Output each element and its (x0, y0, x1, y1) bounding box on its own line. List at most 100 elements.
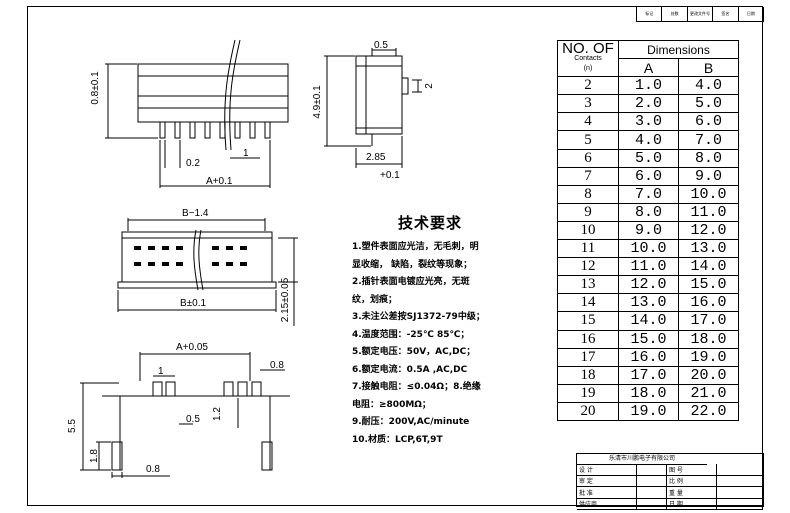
note-line: 电阻：≥800MΩ； (352, 399, 431, 410)
dim-label: 4.9±0.1 (312, 85, 323, 119)
dim-a-cell: 15.0 (618, 329, 679, 349)
dim-label: A+0.05 (176, 342, 208, 353)
header-b: B (678, 58, 739, 78)
title-row: 设 计图 号 (577, 464, 763, 476)
dim-label: 1 (243, 148, 249, 159)
contacts-cell: 2 (557, 76, 619, 96)
title-row: 供应商 日 期 (577, 498, 763, 510)
front-view-body (137, 63, 289, 123)
contacts-cell: 6 (557, 148, 619, 168)
dim-label: 5.5 (67, 419, 78, 433)
dim-b-cell: 16.0 (678, 293, 739, 313)
company-name: 乐清市川鹏电子有限公司 (577, 454, 707, 465)
dim-a-cell: 17.0 (618, 365, 679, 385)
title-cell (717, 498, 763, 509)
dim-b-cell: 21.0 (678, 383, 739, 403)
contacts-cell: 13 (557, 275, 619, 295)
dim-a-cell: 1.0 (618, 76, 679, 96)
dim-label: 0.5 (374, 40, 388, 51)
notes-title: 技术要求 (398, 214, 463, 232)
dim-b-cell: 11.0 (678, 202, 739, 222)
contacts-cell: 15 (557, 311, 619, 331)
title-cell: 批 准 (577, 487, 637, 498)
revision-header: 标记 处数 更改文件号 签名 日期 (636, 7, 765, 22)
title-cell: 比 例 (667, 475, 717, 486)
note-line: 5.额定电压：50V，AC,DC； (352, 347, 476, 357)
dim-a-cell: 16.0 (618, 347, 679, 367)
dim-b-cell: 14.0 (678, 257, 739, 277)
dim-label: 0.8 (270, 360, 284, 371)
dim-a-cell: 6.0 (618, 166, 679, 186)
title-block: 乐清市川鹏电子有限公司 设 计图 号审 定 比 例批 准 重 量供应商 日 期 (576, 453, 764, 510)
note-line: 2.插针表面电镀应光亮，无斑 (352, 277, 470, 287)
dim-label: 1 (158, 366, 164, 377)
header-dimensions: Dimensions (618, 39, 739, 60)
side-view-body (355, 55, 403, 135)
title-cell (717, 475, 763, 486)
title-cell: 审 定 (577, 475, 637, 486)
pad (152, 381, 163, 397)
title-cell: 日 期 (667, 498, 717, 509)
dim-b-cell: 4.0 (678, 76, 739, 96)
dim-label: 0.8±0.1 (90, 71, 101, 105)
dim-a-cell: 13.0 (618, 293, 679, 313)
dim-label: 1.8 (89, 449, 100, 463)
contacts-cell: 12 (557, 257, 619, 277)
dim-a-cell: 18.0 (618, 383, 679, 403)
note-line: 纹，划痕； (352, 294, 398, 305)
dim-a-cell: 5.0 (618, 148, 679, 168)
title-cell: 重 量 (667, 487, 717, 498)
contacts-cell: 5 (557, 130, 619, 150)
contacts-cell: 8 (557, 184, 619, 204)
dim-a-cell: 11.0 (618, 257, 679, 277)
title-cell (717, 464, 763, 475)
dim-b-cell: 15.0 (678, 275, 739, 295)
note-line: 7.接触电阻：≤0.04Ω；8.绝缘 (352, 382, 481, 392)
dim-label: 0.2 (186, 158, 200, 169)
dim-b-cell: 17.0 (678, 311, 739, 331)
contacts-cell: 17 (557, 347, 619, 367)
dim-label: B−1.4 (182, 208, 209, 219)
title-cell: 图 号 (667, 464, 717, 475)
dim-b-cell: 20.0 (678, 365, 739, 385)
dim-a-cell: 8.0 (618, 202, 679, 222)
title-cell: 供应商 (577, 498, 637, 509)
dim-label: 2.15±0.05 (280, 277, 291, 322)
dim-a-cell: 12.0 (618, 275, 679, 295)
title-cell (637, 475, 667, 486)
rev-col: 日期 (739, 7, 765, 21)
contacts-cell: 16 (557, 329, 619, 349)
title-cell (637, 487, 667, 498)
note-line: 1.塑件表面应光洁，无毛刺，明 (352, 242, 479, 252)
contacts-cell: 7 (557, 166, 619, 186)
contacts-cell: 3 (557, 94, 619, 114)
dim-b-cell: 19.0 (678, 347, 739, 367)
note-line: 6.额定电流：0.5A ,AC,DC (352, 364, 468, 375)
drawing-frame (27, 6, 763, 506)
contacts-cell: 11 (557, 239, 619, 259)
note-line: 10.材质：LCP,6T,9T (352, 434, 443, 445)
contacts-cell: 4 (557, 112, 619, 132)
dim-a-cell: 10.0 (618, 239, 679, 259)
dim-a-cell: 2.0 (618, 94, 679, 114)
rev-col: 更改文件号 (688, 7, 714, 21)
title-row: 审 定比 例 (577, 475, 763, 487)
title-row: 批 准重 量 (577, 487, 763, 499)
dim-b-cell: 9.0 (678, 166, 739, 186)
rev-col: 标记 (637, 7, 663, 21)
dim-label: +0.1 (380, 170, 400, 181)
